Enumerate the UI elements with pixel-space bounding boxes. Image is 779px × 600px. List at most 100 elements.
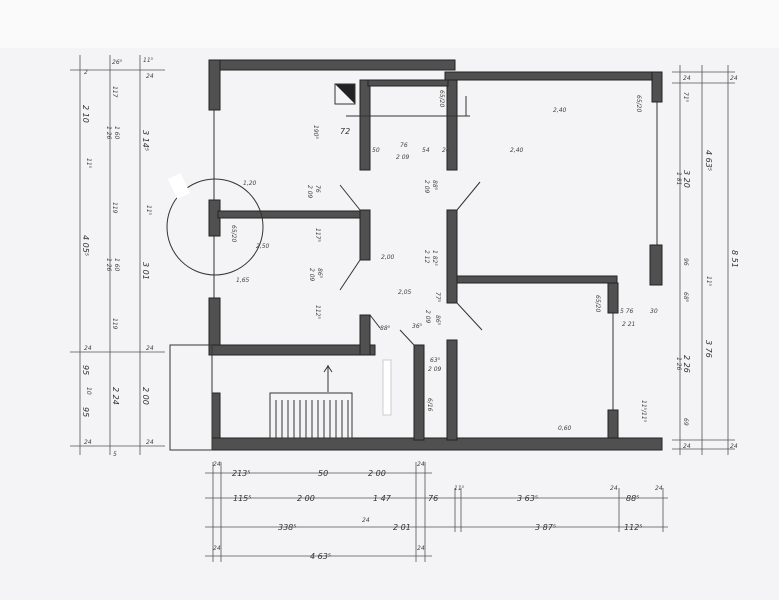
dim-label: 26⁵ (112, 59, 123, 66)
dim-label: 11⁵ (143, 57, 154, 64)
dim-label: 338⁵ (278, 523, 296, 532)
scan-blemish (168, 173, 190, 199)
dim-label: 71⁵ (682, 92, 689, 103)
door-line (399, 329, 415, 346)
dim-label: 119 (111, 202, 118, 214)
dim-label: 2 00 (141, 387, 150, 405)
dim-label: 3 14⁵ (141, 130, 150, 151)
dim-label: 88⁵ (626, 494, 639, 503)
wall-small-room (367, 79, 449, 87)
scan-margin (0, 0, 779, 48)
opening-label: 65/20 (230, 225, 237, 242)
dim-label: 96 (682, 258, 689, 266)
door-line (456, 302, 483, 331)
dim-label: 5 76 (620, 308, 634, 315)
dim-label: 112⁵ (624, 523, 642, 532)
dim-label: 11⁵ (705, 276, 712, 287)
dim-label: 50 (318, 469, 328, 478)
height-label: 2,05 (398, 289, 412, 296)
scan-blemish (382, 359, 392, 416)
wall-top-right (444, 71, 663, 81)
dim-label: 117 (111, 86, 118, 98)
dim-label: 11⁵ (85, 158, 92, 169)
staircase (169, 344, 392, 451)
height-label: 1,20 (243, 180, 257, 187)
wall-interior-2 (359, 209, 371, 261)
chimney-outline (334, 83, 356, 105)
dim-label: 24 (146, 439, 154, 446)
dim-label: 24 (610, 485, 618, 492)
dim-label: 72 (340, 127, 350, 136)
height-label: 2,50 (256, 243, 270, 250)
dim-label: 4 63⁵ (310, 552, 331, 561)
height-label: 2,00 (381, 254, 395, 261)
dim-label: 1 60 (113, 258, 120, 272)
dim-label: 119 (111, 318, 118, 330)
dim-label: 2 12 (423, 250, 430, 264)
wall-top-left (211, 59, 456, 71)
dim-label: 68⁵ (682, 292, 689, 303)
dim-label: 11⁵ (454, 485, 465, 492)
dim-label: 115⁵ (233, 494, 251, 503)
dim-label: 2 01 (393, 523, 411, 532)
dim-label: 213⁵ (232, 469, 250, 478)
dim-label: 30 (650, 308, 658, 315)
dim-label: 2 24 (111, 387, 120, 405)
left-dimensions: 2 10 11⁵ 4 05⁵ 95 10 95 2 24 24 117 1 60… (70, 55, 165, 458)
dim-label: 3 76 (704, 340, 713, 358)
chimney (335, 84, 355, 104)
wall-interior-h2 (456, 275, 618, 284)
dim-label: 4 05⁵ (81, 235, 90, 256)
wall-left-upper (208, 59, 221, 111)
dim-label: 3 20 (682, 170, 691, 188)
dim-label: 2 09 (423, 180, 430, 194)
dim-label: 2 (84, 69, 88, 76)
opening-label: 65/20 (594, 295, 601, 312)
wall-stair-left (211, 392, 221, 439)
dim-label: 2 09 (428, 366, 442, 373)
dim-label: 24 (683, 75, 691, 82)
bottom-dimensions: 213⁵ 24 50 2 00 24 115⁵ 2 00 1 47 76 11⁵… (205, 461, 668, 562)
dim-label: 2 09 (306, 185, 313, 199)
dim-label: 3 01 (141, 262, 150, 280)
wall-interior-3 (359, 314, 371, 356)
dim-label: 2 21 (622, 321, 635, 328)
height-label: 2,40 (510, 147, 524, 154)
dim-label: 24 (730, 443, 738, 450)
wall-interior-h1 (217, 210, 361, 219)
dim-label: 2 10 (81, 105, 90, 123)
dim-label: 24 (683, 443, 691, 450)
dim-label: 24 (655, 485, 663, 492)
dim-label: 112⁵ (314, 305, 321, 319)
dim-label: 3 87⁵ (535, 523, 556, 532)
dim-label: 24 (417, 461, 425, 468)
dim-label: 95 (81, 407, 90, 417)
dim-label: 24 (417, 545, 425, 552)
dim-label: 2 09 (396, 154, 410, 161)
wall-right-lower (607, 282, 619, 314)
dim-label: 20 (442, 147, 450, 154)
opening-label: 65/20 (438, 90, 445, 107)
dim-label: 4 63⁵ (704, 150, 713, 171)
height-label: 1,65 (236, 277, 250, 284)
door-line (369, 314, 381, 329)
height-label: 2,40 (553, 107, 567, 114)
door-line (456, 181, 481, 211)
dim-label: 86⁵ (434, 315, 441, 326)
dim-label: 76 (314, 185, 321, 193)
wall-interior-1 (359, 79, 371, 171)
dim-label: 24 (213, 545, 221, 552)
wall-interior-5 (446, 209, 458, 304)
dim-label: 1 47 (373, 494, 392, 503)
wall-bottom (211, 437, 663, 451)
dim-label: 24 (84, 345, 92, 352)
dim-label: 8 51 (730, 250, 739, 268)
dim-label: 76 (400, 142, 408, 149)
dim-label: 54 (422, 147, 430, 154)
dim-label: 24 (362, 517, 370, 524)
dim-label: 50 (372, 147, 380, 154)
dim-label: 11⁵/11⁵ (640, 400, 647, 423)
dim-label: 11⁵ (145, 205, 152, 216)
dim-label: 24 (146, 345, 154, 352)
dim-label: 24 (730, 75, 738, 82)
